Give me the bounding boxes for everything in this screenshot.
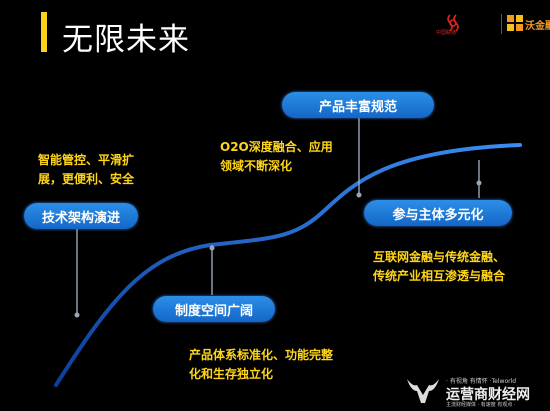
watermark-name: 运营商财经网 bbox=[446, 387, 530, 403]
connector-dot-institution bbox=[209, 245, 215, 251]
watermark-subtitle: 主流财经媒体 · 有速度 有观点 · bbox=[446, 402, 516, 408]
milestone-tech-architecture: 技术架构演进 bbox=[24, 203, 138, 229]
logo-unicom-text: 中国联通 bbox=[436, 30, 457, 36]
connector-dot-product bbox=[356, 192, 362, 198]
note-diverse-participants: 互联网金融与传统金融、 传统产业相互渗透与融合 bbox=[373, 250, 506, 283]
note-product-richness: O2O深度融合、应用 领域不断深化 bbox=[220, 140, 333, 173]
brand-logos: 中国联通 沃金融 bbox=[432, 12, 550, 38]
china-unicom-logo-icon bbox=[447, 14, 459, 32]
watermark-tagline: · 有视角 有情怀 ·Telworld bbox=[446, 378, 517, 385]
milestone-institutional-space: 制度空间广阔 bbox=[153, 296, 275, 322]
logo-wojinrong-text: 沃金融 bbox=[525, 21, 550, 32]
title-accent-bar bbox=[41, 12, 47, 52]
slide-title: 无限未来 bbox=[62, 22, 190, 58]
wojinrong-logo-icon bbox=[507, 15, 523, 31]
bull-logo-icon bbox=[407, 379, 439, 403]
note-institutional-space: 产品体系标准化、功能完整 化和生存独立化 bbox=[189, 348, 334, 381]
note-tech-architecture: 智能管控、平滑扩 展，更便利、安全 bbox=[38, 153, 135, 186]
milestone-product-richness: 产品丰富规范 bbox=[282, 92, 434, 118]
connector-dot-tech bbox=[74, 312, 80, 318]
logo-separator bbox=[501, 14, 502, 34]
milestone-diverse-participants: 参与主体多元化 bbox=[364, 200, 512, 226]
connector-dot-participant bbox=[476, 180, 482, 186]
growth-curve-line bbox=[54, 143, 522, 387]
